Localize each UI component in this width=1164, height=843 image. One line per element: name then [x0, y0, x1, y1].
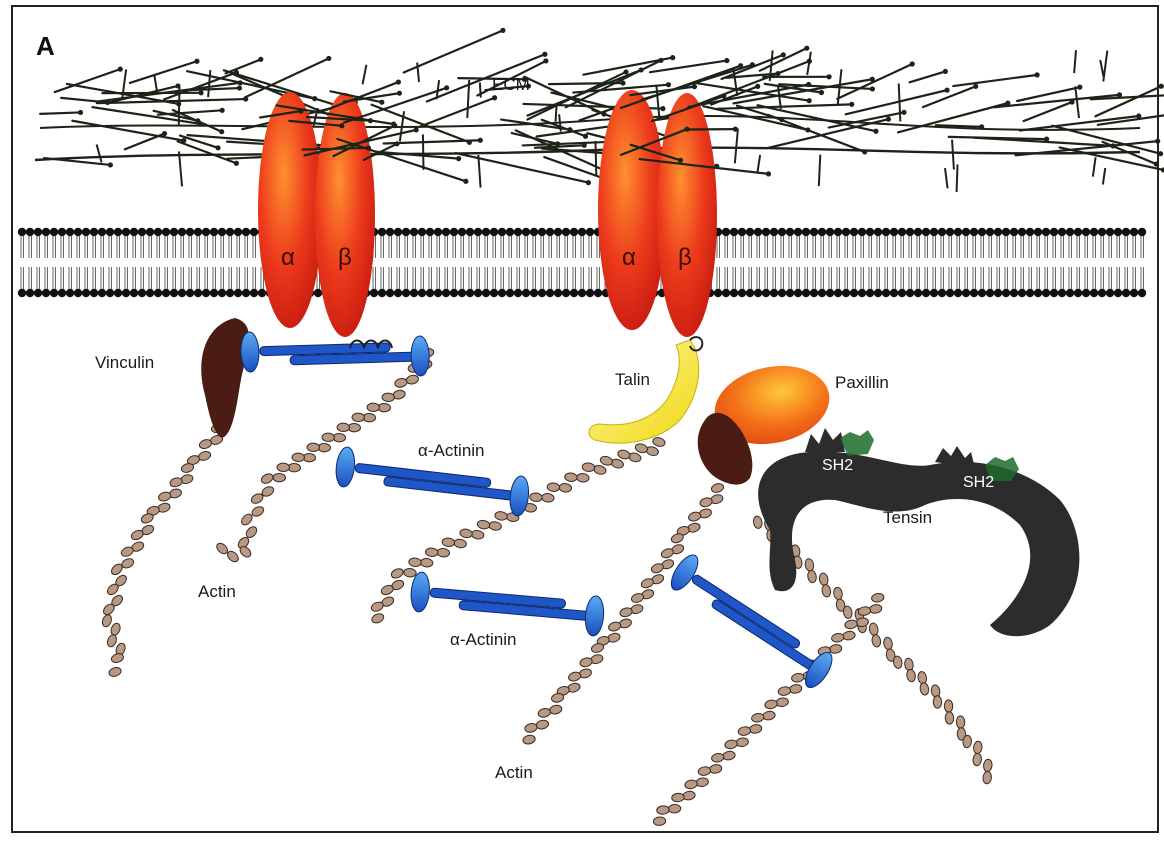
vinculin-left	[201, 318, 249, 438]
talin-label: Talin	[615, 370, 650, 389]
sh2-label-right: SH2	[963, 474, 994, 491]
vinculin-label: Vinculin	[95, 353, 154, 372]
ecm-label: ECM	[492, 75, 530, 94]
beta-label-left: β	[338, 244, 352, 271]
ecm-mesh	[35, 28, 1164, 192]
integrin-left	[258, 92, 375, 337]
actin-label-left: Actin	[198, 582, 236, 601]
talin	[589, 340, 699, 443]
alpha-actinin-label-bottom: α-Actinin	[450, 630, 517, 649]
integrin-right	[598, 90, 717, 337]
panel-label: A	[36, 31, 55, 61]
tensin-label: Tensin	[883, 508, 932, 527]
alpha-label-right: α	[622, 244, 636, 271]
beta-label-right: β	[678, 244, 692, 271]
tensin	[758, 428, 1079, 636]
paxillin-label: Paxillin	[835, 373, 889, 392]
alpha-actinin-label-top: α-Actinin	[418, 441, 485, 460]
lipid-bilayer	[18, 228, 1146, 297]
alpha-label-left: α	[281, 244, 295, 271]
sh2-label-left: SH2	[822, 457, 853, 474]
actin-label-bottom: Actin	[495, 763, 533, 782]
